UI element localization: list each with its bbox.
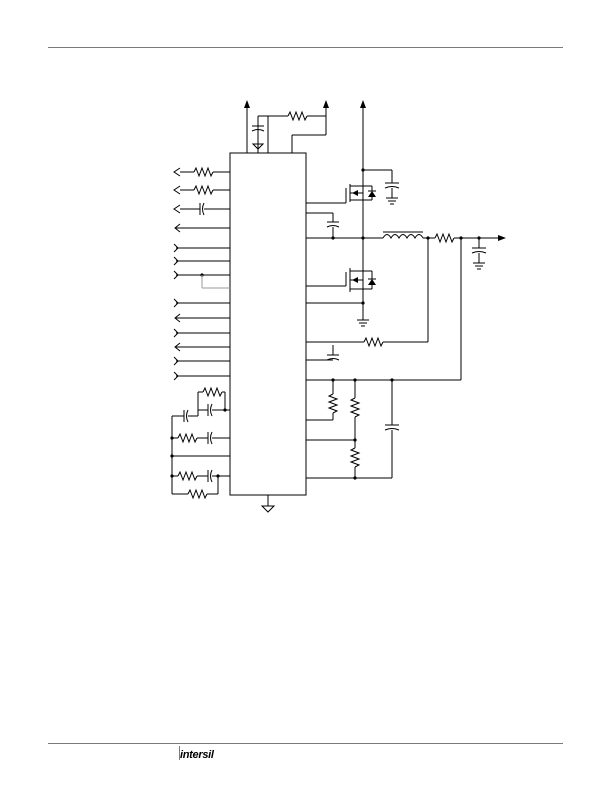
input-capacitor [384,170,400,205]
sense-resistor [434,232,506,244]
output-capacitor [471,238,487,270]
ic-ground-symbol [260,495,276,513]
brand-logo: intersil [180,749,214,761]
left-pin-resistors [173,166,230,216]
high-side-mosfet [306,184,376,204]
output-inductor [382,231,435,240]
top-supply-wiring [244,100,329,153]
vin-rail [360,100,392,320]
phase-node [306,236,383,240]
left-signal-pins [173,223,230,381]
header-rule [48,47,563,48]
controller-ic [229,152,307,496]
footer-divider [179,746,180,760]
low-side-mosfet [306,268,376,327]
compensation-network [170,386,230,500]
bootstrap-capacitor [306,212,340,238]
feedback-divider [306,238,462,480]
footer-rule [48,743,563,744]
isense-resistor [306,238,429,348]
filter-capacitor [306,345,340,361]
